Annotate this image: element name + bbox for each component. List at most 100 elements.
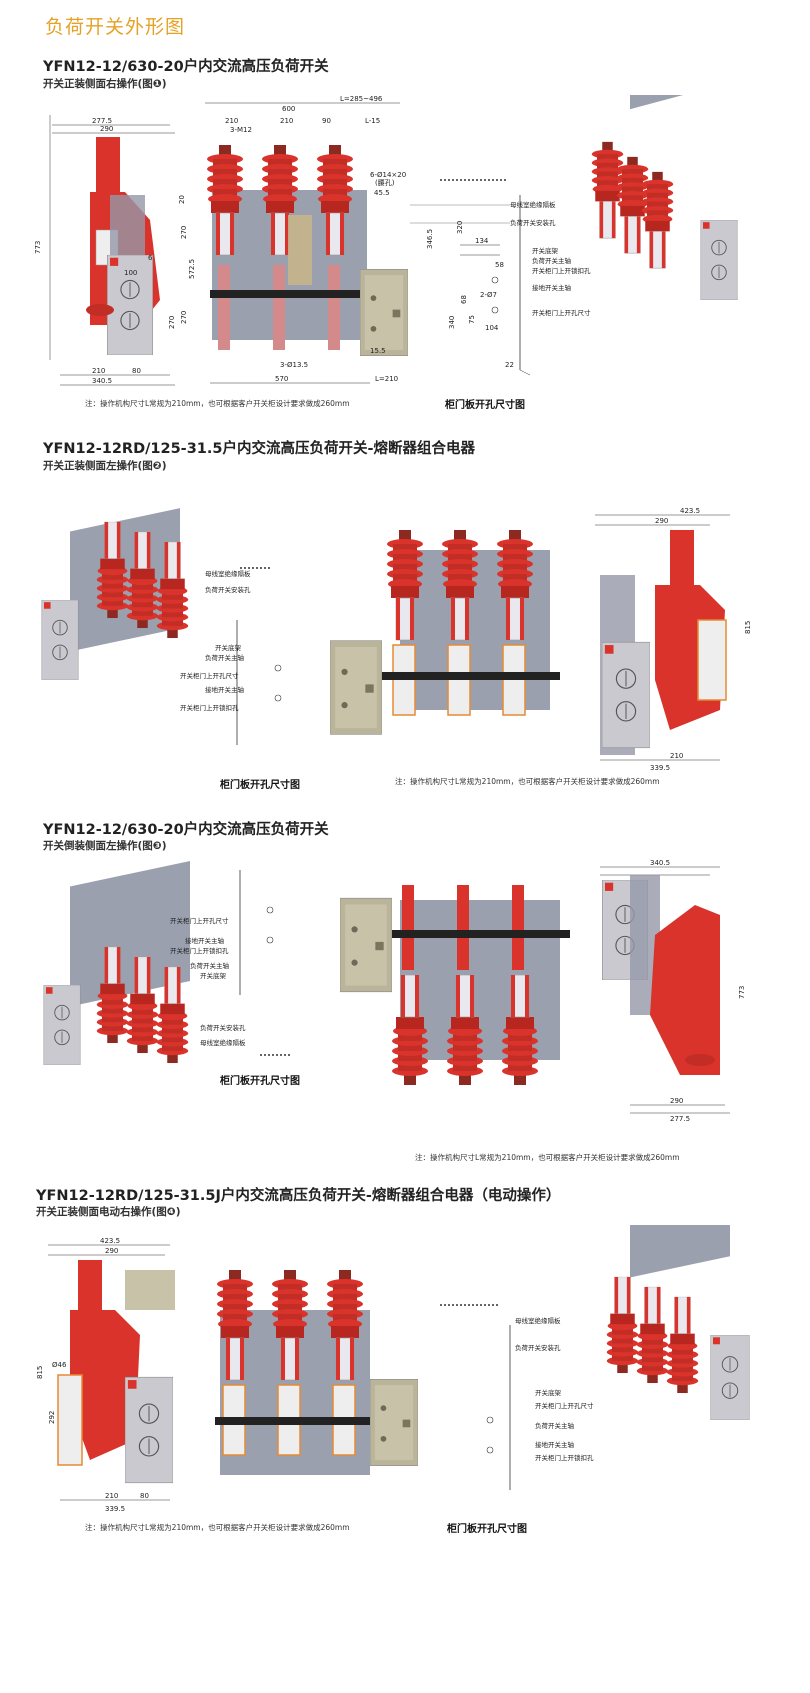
door-label: 开关底架 <box>535 1388 562 1397</box>
door-label: 负荷开关主轴 <box>190 961 230 970</box>
front-view: L=285~496 600 210 210 90 L-15 3-M12 6-Ø1… <box>178 95 434 384</box>
dim-side-h: 815 <box>36 1366 44 1379</box>
dim-door-75: 75 <box>468 315 476 324</box>
dim-door-104: 104 <box>485 324 499 332</box>
dim-front-455: 45.5 <box>374 189 390 197</box>
section-1-note: 注：操作机构尺寸L常规为210mm，也可根据客户开关柜设计要求做成260mm <box>85 399 350 408</box>
door-label: 开关柜门上开锁扣孔 <box>170 946 229 955</box>
dim-side-w2: 290 <box>670 1097 683 1105</box>
door-label: 开关底架 <box>215 643 242 652</box>
section-1-caption: 柜门板开孔尺寸图 <box>445 400 525 411</box>
dim-side-bottom2: 80 <box>132 367 141 375</box>
door-label: 负荷开关安装孔 <box>510 218 556 227</box>
dim-side-w1: 423.5 <box>100 1237 120 1245</box>
door-label: 母线室绝缘隔板 <box>200 1038 246 1047</box>
door-label: 负荷开关主轴 <box>205 653 245 662</box>
dim-side-100: 100 <box>124 269 137 277</box>
door-label: 负荷开关主轴 <box>535 1421 575 1430</box>
door-label: 开关柜门上开孔尺寸 <box>180 671 239 680</box>
door-label: 开关底架 <box>200 971 227 980</box>
dim-front-210a: 210 <box>225 117 238 125</box>
door-label: 开关柜门上开锁扣孔 <box>532 266 591 275</box>
door-cutout-view: 母线室绝缘隔板 负荷开关安装孔 开关底架 负荷开关主轴 开关柜门上开孔尺寸 接地… <box>180 567 282 745</box>
section-2-drawing: 母线室绝缘隔板 负荷开关安装孔 开关底架 负荷开关主轴 开关柜门上开孔尺寸 接地… <box>41 507 752 772</box>
dim-front-3m12: 3-M12 <box>230 126 252 134</box>
dim-side-bottom3: 339.5 <box>105 1505 125 1513</box>
section-1-title: YFN12-12/630-20户内交流高压负荷开关 <box>43 59 329 75</box>
dim-front-l: L=285~496 <box>340 95 383 103</box>
dim-side-bottom1: 210 <box>105 1492 118 1500</box>
dim-front-270a: 270 <box>180 226 188 239</box>
section-4-note: 注：操作机构尺寸L常规为210mm，也可根据客户开关柜设计要求做成260mm <box>85 1523 350 1532</box>
section-4-caption: 柜门板开孔尺寸图 <box>447 1524 527 1535</box>
door-label: 负荷开关安装孔 <box>200 1023 246 1032</box>
section-3-drawing: 开关柜门上开孔尺寸 接地开关主轴 开关柜门上开锁扣孔 负荷开关主轴 开关底架 负… <box>43 859 746 1123</box>
dim-side-bottom1: 210 <box>670 752 683 760</box>
dim-door-27: 2-Ø7 <box>480 291 497 299</box>
section-4-subtitle: 开关正装侧面电动右操作(图❹) <box>36 1206 181 1218</box>
dim-front-600: 600 <box>282 105 295 113</box>
dim-side-bottom2: 80 <box>140 1492 149 1500</box>
door-cutout-view: 320 134 58 2-Ø7 104 340 68 75 22 母线室绝缘隔板… <box>410 179 591 376</box>
dim-front-20: 20 <box>178 195 186 204</box>
side-view: 423.5 290 815 210 339.5 <box>595 507 752 772</box>
dim-side-w1: 340.5 <box>650 859 670 867</box>
dim-front-270b: 270 <box>180 311 188 324</box>
section-2-note: 注：操作机构尺寸L常规为210mm，也可根据客户开关柜设计要求做成260mm <box>395 777 660 786</box>
dim-side-w2: 290 <box>655 517 668 525</box>
door-cutout-view: 开关柜门上开孔尺寸 接地开关主轴 开关柜门上开锁扣孔 负荷开关主轴 开关底架 负… <box>170 870 290 1056</box>
front-view <box>330 529 560 735</box>
dim-front-210b: 210 <box>280 117 293 125</box>
dim-door-58: 58 <box>495 261 504 269</box>
section-3-note: 注：操作机构尺寸L常规为210mm，也可根据客户开关柜设计要求做成260mm <box>415 1153 680 1162</box>
dim-door-320: 320 <box>456 221 464 234</box>
front-view <box>340 885 570 1085</box>
door-label: 开关柜门上开孔尺寸 <box>535 1401 594 1410</box>
dim-side-w2: 290 <box>105 1247 118 1255</box>
door-label: 母线室绝缘隔板 <box>515 1316 561 1325</box>
isometric-view <box>41 508 188 680</box>
section-2-subtitle: 开关正装侧面左操作(图❷) <box>43 460 167 472</box>
dim-side-bottom1: 210 <box>92 367 105 375</box>
isometric-view <box>607 1225 750 1420</box>
dim-side-h: 773 <box>738 986 746 999</box>
door-label: 接地开关主轴 <box>532 283 572 292</box>
dim-side-bottom2: 339.5 <box>650 764 670 772</box>
section-3-caption: 柜门板开孔尺寸图 <box>220 1076 300 1087</box>
door-label: 接地开关主轴 <box>185 936 225 945</box>
door-label: 负荷开关主轴 <box>532 256 572 265</box>
section-4-title: YFN12-12RD/125-31.5J户内交流高压负荷开关-熔断器组合电器（电… <box>36 1188 561 1204</box>
isometric-view <box>591 95 738 300</box>
dim-side-292: 292 <box>48 1411 56 1424</box>
dim-side-h: 773 <box>34 241 42 254</box>
side-view: 340.5 773 290 277.5 <box>600 859 746 1123</box>
dim-side-6: 6 <box>148 254 153 262</box>
section-3-subtitle: 开关倒装侧面左操作(图❸) <box>43 840 167 852</box>
dim-door-340: 340 <box>448 316 456 329</box>
door-label: 负荷开关安装孔 <box>205 585 251 594</box>
section-2-title: YFN12-12RD/125-31.5户内交流高压负荷开关-熔断器组合电器 <box>43 441 475 457</box>
side-view: 423.5 290 815 Ø46 292 210 80 339.5 <box>36 1237 175 1513</box>
dim-side-w3: 277.5 <box>670 1115 690 1123</box>
dim-front-155: 15.5 <box>370 347 386 355</box>
door-label: 开关柜门上开孔尺寸 <box>170 916 229 925</box>
door-label: 接地开关主轴 <box>535 1440 575 1449</box>
dim-front-hole: 6-Ø14×20 <box>370 171 406 179</box>
dim-side-w2: 290 <box>100 125 113 133</box>
dim-front-l15: L-15 <box>365 117 380 125</box>
door-label: 负荷开关安装孔 <box>515 1343 561 1352</box>
dim-side-h: 815 <box>744 621 752 634</box>
section-4-drawing: 423.5 290 815 Ø46 292 210 80 339.5 母线室绝缘… <box>36 1225 750 1513</box>
page-heading: 负荷开关外形图 <box>45 16 186 38</box>
dim-front-570: 570 <box>275 375 288 383</box>
door-label: 母线室绝缘隔板 <box>205 569 251 578</box>
door-label: 接地开关主轴 <box>205 685 245 694</box>
dim-side-w1: 423.5 <box>680 507 700 515</box>
dim-side-46: Ø46 <box>52 1361 67 1369</box>
dim-front-3013: 3-Ø13.5 <box>280 361 308 369</box>
dim-door-134: 134 <box>475 237 489 245</box>
section-3-title: YFN12-12/630-20户内交流高压负荷开关 <box>43 822 329 838</box>
dim-front-90: 90 <box>322 117 331 125</box>
section-1-subtitle: 开关正装侧面右操作(图❶) <box>43 78 167 90</box>
dim-front-l210: L=210 <box>375 375 398 383</box>
